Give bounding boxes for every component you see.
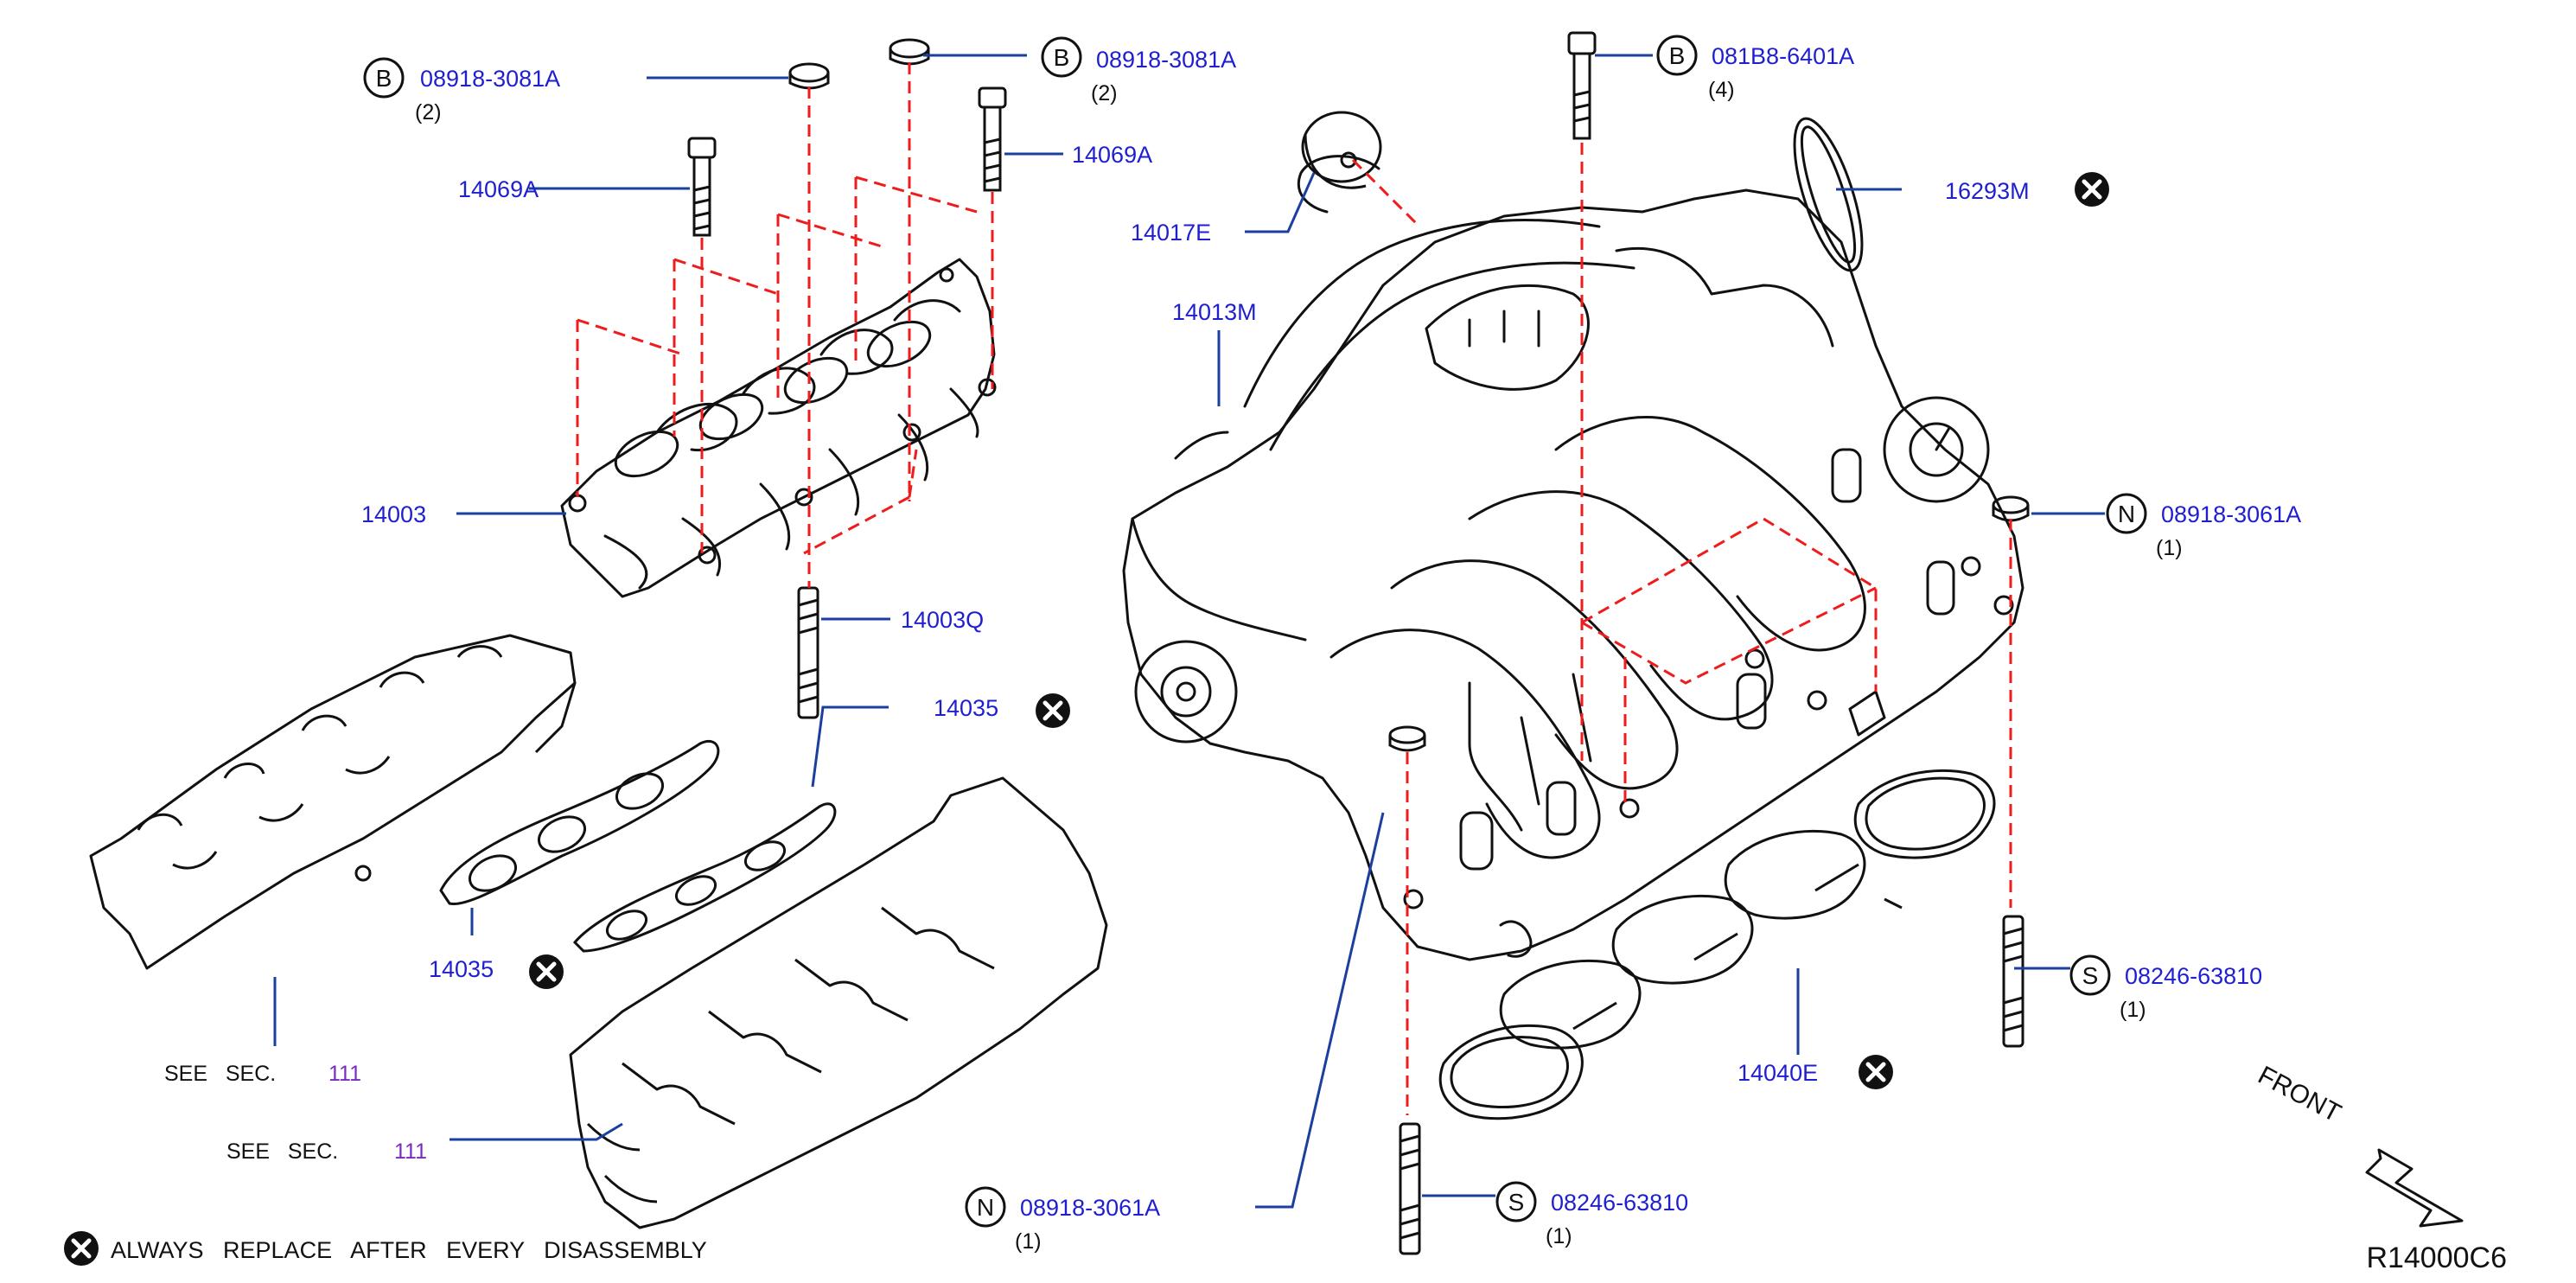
badge-n (2106, 493, 2147, 534)
quantity-label: (1) (1015, 1229, 1042, 1254)
stud-08246-63810-right-drawing (2002, 915, 2024, 1048)
part-number-link[interactable]: 08918-3061A (2161, 501, 2301, 527)
stud-08246-63810-left-drawing (1399, 1122, 1421, 1255)
gasket-14035-lower-drawing (439, 739, 720, 906)
legend: ALWAYS REPLACE AFTER EVERY DISASSEMBLY (64, 1231, 707, 1266)
badge-letter: N (977, 1194, 994, 1221)
front-direction-indicator: FRONT (2254, 1061, 2464, 1228)
x-circle-icon (1859, 1055, 1893, 1089)
nut-08918-3061a-left-drawing (1388, 725, 1426, 752)
diagram-code: R14000C6 (2366, 1242, 2507, 1274)
leader-lines (273, 54, 2105, 1209)
nut-08918-3081a-left-drawing (788, 62, 830, 90)
callout-b-081b8-6401a[interactable]: B 081B8-6401A (4) (1656, 35, 1854, 102)
part-14017e-link[interactable]: 14017E (1131, 220, 1211, 246)
part-14035-upper-link[interactable]: 14035 (934, 695, 998, 721)
legend-text: ALWAYS REPLACE AFTER EVERY DISASSEMBLY (111, 1237, 707, 1263)
callout-s-08246-63810-right[interactable]: S 08246-63810 (1) (2069, 954, 2262, 1022)
quantity-label: (2) (1091, 81, 1118, 105)
see-sec-label: SEE SEC. (226, 1139, 338, 1164)
part-14013m-link[interactable]: 14013M (1172, 299, 1257, 325)
x-circle-icon (1036, 693, 1070, 728)
x-circle-icon (529, 954, 564, 989)
part-16293m-link[interactable]: 16293M (1945, 178, 2030, 204)
o-ring-16293m-drawing (1793, 117, 1864, 272)
cylinder-head-drawing (89, 634, 577, 970)
badge-letter: N (2118, 501, 2135, 527)
dashed-assembly-lines-left (576, 62, 994, 588)
upper-intake-manifold-drawing (1122, 155, 2024, 961)
part-number-link[interactable]: 08918-3081A (1096, 47, 1236, 73)
callout-b-08918-3081a-right[interactable]: B 08918-3081A (2) (1041, 36, 1236, 105)
callout-s-08246-63810-left[interactable]: S 08246-63810 (1) (1495, 1181, 1688, 1248)
see-section-reference-lower[interactable]: SEE SEC. 111 (226, 1139, 427, 1164)
part-number-link[interactable]: 08246-63810 (1551, 1190, 1688, 1216)
badge-s (2069, 954, 2111, 996)
part-14069a-right-link[interactable]: 14069A (1072, 142, 1152, 168)
part-number-link[interactable]: 08918-3061A (1020, 1195, 1160, 1221)
badge-letter: S (2082, 962, 2099, 989)
part-14040e-link[interactable]: 14040E (1738, 1060, 1818, 1086)
quantity-label: (2) (415, 100, 442, 124)
cylinder-block-drawing (569, 776, 1108, 1229)
badge-b (1656, 35, 1698, 76)
x-circle-icon (2075, 172, 2109, 207)
bolt-14069a-right-drawing (978, 86, 1007, 192)
quantity-label: (4) (1708, 78, 1735, 102)
part-14069a-left-link[interactable]: 14069A (458, 176, 539, 202)
section-number-link[interactable]: 111 (394, 1139, 427, 1164)
quantity-label: (1) (2156, 536, 2183, 560)
callout-b-08918-3081a-left[interactable]: B 08918-3081A (2) (363, 57, 560, 124)
section-number-link[interactable]: 111 (328, 1062, 361, 1086)
badge-letter: B (1669, 42, 1686, 69)
badge-b (1041, 36, 1082, 78)
badge-b (363, 57, 405, 99)
part-number-link[interactable]: 08918-3081A (420, 66, 560, 92)
x-circle-icon (64, 1231, 99, 1266)
badge-letter: B (376, 65, 392, 92)
front-label: FRONT (2254, 1061, 2346, 1128)
part-number-link[interactable]: 081B8-6401A (1712, 43, 1854, 69)
dashed-assembly-lines-right (1351, 143, 2012, 1115)
badge-letter: B (1054, 44, 1070, 71)
gasket-14035-upper-drawing (572, 802, 837, 953)
gasket-14040e-drawing (1438, 769, 1996, 1120)
quantity-label: (1) (1546, 1224, 1572, 1248)
callout-n-08918-3061a-left[interactable]: N 08918-3061A (1) (965, 1186, 1160, 1254)
bolt-081b8-6401a-drawing (1567, 31, 1597, 140)
part-14035-lower-link[interactable]: 14035 (429, 956, 494, 982)
part-number-link[interactable]: 08246-63810 (2125, 963, 2262, 989)
quantity-label: (1) (2120, 998, 2146, 1022)
badge-s (1495, 1181, 1537, 1222)
stud-14003q-drawing (797, 586, 819, 719)
part-14003q-link[interactable]: 14003Q (901, 607, 984, 633)
callout-n-08918-3061a-right[interactable]: N 08918-3061A (1) (2106, 493, 2301, 560)
part-14003-link[interactable]: 14003 (361, 501, 426, 527)
front-arrow-icon (2365, 1148, 2464, 1228)
see-section-reference-upper[interactable]: SEE SEC. 111 (164, 1062, 361, 1086)
nut-08918-3081a-right-drawing (889, 38, 930, 66)
cap-14017e-drawing (1301, 111, 1382, 189)
nut-08918-3061a-right-drawing (1992, 495, 2030, 522)
badge-n (965, 1186, 1006, 1228)
badge-letter: S (1508, 1189, 1525, 1216)
bolt-14069a-left-drawing (687, 137, 717, 237)
see-sec-label: SEE SEC. (164, 1062, 276, 1086)
